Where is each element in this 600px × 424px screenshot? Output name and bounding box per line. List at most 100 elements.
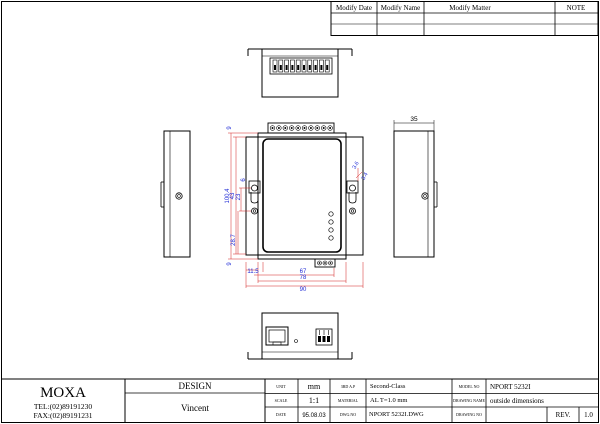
dim-hole-spacing: 43: [230, 192, 236, 199]
terminal-screw-center: [316, 127, 319, 129]
dim-hole-dia: 6: [241, 178, 247, 182]
dim-slot-b: 3.4: [361, 172, 370, 182]
dim-edge-top: 9: [227, 126, 233, 130]
terminal-screw-center: [290, 127, 293, 129]
rev-label: REV.: [556, 411, 571, 419]
terminal-pin: [272, 59, 278, 73]
terminal-screw-center: [271, 127, 274, 129]
terminal-screw-icon: [276, 125, 282, 131]
rev-header-note: NOTE: [567, 4, 586, 12]
unit-label: UNIT: [276, 384, 286, 389]
left-side-view: [160, 130, 191, 258]
third-angle-label: 3RD A.P: [341, 384, 356, 389]
dim-width-inner: 67: [300, 269, 307, 275]
model-value: NPORT 5232I: [490, 383, 531, 391]
model-label: MODEL NO: [459, 384, 480, 389]
terminal-pin: [290, 59, 295, 73]
front-bottom-terminals: [317, 260, 333, 266]
led-icon: [328, 219, 334, 225]
left-mount-slot-icon: [248, 180, 261, 215]
company-fax: FAX:(02)89191231: [33, 411, 92, 420]
front-view: 9 100.4 43 23 6 28.7 9 11.5 67 78 90 3.6…: [225, 122, 370, 293]
title-block: MOXA TEL:(02)89191230 FAX:(02)89191231 D…: [1, 378, 598, 423]
dimension-lines: [228, 132, 364, 288]
terminal-screw-icon: [321, 125, 327, 131]
terminal-pin: [324, 59, 330, 73]
rev-header-modify-name: Modify Name: [381, 4, 420, 12]
terminal-pin-contact: [320, 65, 323, 70]
led-icon: [328, 211, 334, 217]
front-top-terminal-block: [267, 122, 335, 134]
terminal-pin-contact: [285, 65, 288, 70]
terminal-screw-center: [329, 127, 332, 129]
dim-side-depth: 35: [410, 116, 418, 123]
unit-value: mm: [308, 382, 321, 391]
dwg-value: NPORT 5232I.DWG: [369, 411, 424, 418]
reset-button-icon: [294, 339, 298, 343]
terminal-pin-contact: [303, 65, 305, 70]
terminal-screw-icon: [282, 125, 288, 131]
rev-value: 1.0: [584, 411, 593, 419]
terminal-pin: [278, 59, 284, 73]
right-mount-slot-icon: [346, 180, 359, 215]
terminal-screw-icon: [327, 125, 333, 131]
terminal-screw-center: [277, 127, 280, 129]
terminal-screw-icon: [314, 125, 320, 131]
terminal-pin: [307, 59, 313, 73]
company-tel: TEL:(02)89191230: [34, 402, 93, 411]
mounting-bracket: [245, 136, 364, 256]
material-label: MATERIAL: [338, 398, 359, 403]
drawing-name-value: outside dimensions: [490, 397, 544, 405]
ethernet-port-icon: [265, 326, 289, 346]
power-terminal-icon: [315, 328, 333, 346]
terminal-pin-contact: [308, 65, 311, 70]
terminal-pin-contact: [326, 65, 329, 70]
date-label: DATE: [276, 412, 287, 417]
terminal-screw-center: [322, 127, 325, 129]
dim-mount-lower: 28.7: [231, 234, 237, 246]
dim-width-mid: 78: [300, 275, 307, 281]
third-angle-value: Second-Class: [370, 383, 406, 390]
date-value: 95.08.03: [302, 413, 326, 419]
terminal-screw-center: [297, 127, 300, 129]
led-icon: [328, 235, 334, 241]
terminal-pin-contact: [279, 65, 282, 70]
right-side-view: 35: [393, 116, 438, 258]
led-icon: [328, 227, 334, 233]
dwg-label: DWG.NO: [340, 412, 356, 417]
power-screw-center: [329, 262, 332, 264]
terminal-pin-contact: [274, 65, 276, 70]
top-terminal-row: [272, 59, 330, 73]
terminal-screw-icon: [289, 125, 295, 131]
front-top-terminals: [269, 125, 333, 131]
terminal-screw-center: [303, 127, 306, 129]
drawing-name-label: DRAWING NAME: [453, 398, 485, 403]
power-screw-icon: [322, 260, 328, 266]
terminal-screw-icon: [301, 125, 308, 131]
terminal-screw-center: [284, 127, 287, 129]
terminal-pin-contact: [297, 65, 300, 70]
rev-header-modify-date: Modify Date: [336, 4, 372, 12]
terminal-pin: [301, 59, 307, 73]
top-view: [247, 48, 353, 98]
dim-edge-bottom: 9: [227, 262, 233, 266]
scale-value: 1:1: [309, 396, 319, 405]
front-bottom-terminal-block: [314, 258, 336, 268]
terminal-screw-icon: [269, 125, 276, 131]
terminal-pin: [319, 59, 324, 73]
revision-table: Modify Date Modify Name Modify Matter NO…: [330, 1, 599, 36]
bottom-view: [247, 312, 353, 360]
scale-label: SCALE: [275, 398, 288, 403]
dim-width-total: 90: [300, 287, 307, 293]
dim-hole-inner: 23: [236, 193, 242, 200]
dim-slot-a: 3.6: [352, 161, 361, 171]
designer-name: Vincent: [181, 403, 209, 413]
terminal-pin: [295, 59, 301, 73]
status-led-icons: [328, 211, 334, 241]
drawing-no-label: DRAWING NO: [456, 412, 482, 417]
dim-hole-offset: 11.5: [247, 269, 259, 275]
power-screw-icon: [317, 260, 322, 266]
dim-height-total: 100.4: [225, 188, 231, 204]
terminal-screw-icon: [295, 125, 301, 131]
